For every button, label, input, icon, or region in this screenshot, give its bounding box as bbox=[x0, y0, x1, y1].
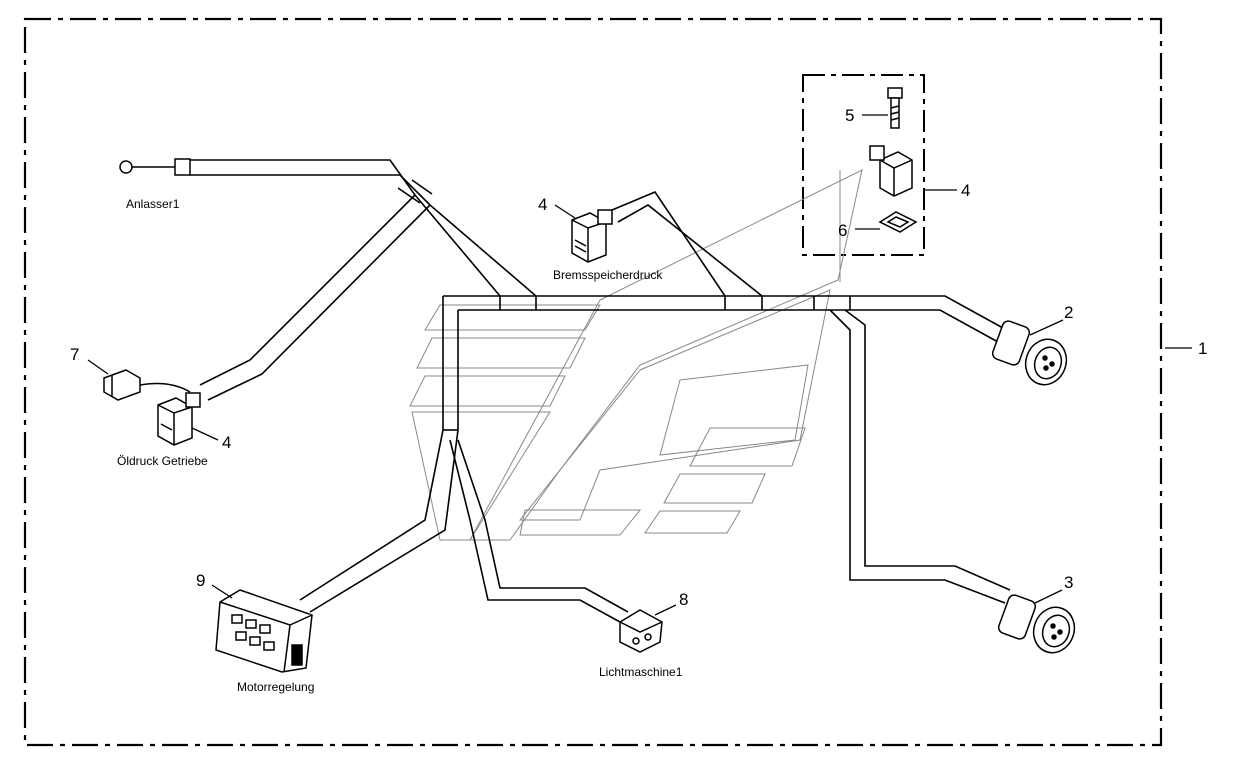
callout-1: 1 bbox=[1198, 339, 1207, 358]
sensor-plug-icon bbox=[619, 609, 663, 653]
round-connector-icon bbox=[997, 594, 1076, 654]
callout-3: 3 bbox=[1064, 573, 1073, 592]
assembly-frame bbox=[23, 17, 1163, 747]
gasket-icon bbox=[878, 211, 918, 233]
callout-4-detail: 4 bbox=[961, 181, 970, 200]
valve-plug-icon bbox=[157, 392, 201, 446]
leader-lines bbox=[87, 114, 1192, 616]
callout-8: 8 bbox=[679, 590, 688, 609]
label-bremsspeicherdruck: Bremsspeicherdruck bbox=[553, 268, 663, 282]
sensor-plug-icon bbox=[103, 369, 191, 401]
valve-plug-icon bbox=[869, 145, 913, 197]
round-connector-icon bbox=[991, 320, 1068, 386]
label-anlasser: Anlasser1 bbox=[126, 197, 180, 211]
callout-7: 7 bbox=[70, 345, 79, 364]
label-lichtmaschine: Lichtmaschine1 bbox=[599, 665, 683, 679]
ring-terminal-icon bbox=[119, 158, 191, 176]
watermark-logo bbox=[409, 169, 863, 541]
callout-5: 5 bbox=[845, 106, 854, 125]
ecu-connector-icon bbox=[215, 589, 313, 673]
callout-4-bremsspeicherdruck: 4 bbox=[538, 195, 547, 214]
harness-trunk bbox=[190, 159, 1011, 623]
callout-9: 9 bbox=[196, 571, 205, 590]
callout-2: 2 bbox=[1064, 303, 1073, 322]
label-oeldruck-getriebe: Öldruck Getriebe bbox=[117, 454, 208, 468]
callout-6: 6 bbox=[838, 221, 847, 240]
detail-frame bbox=[802, 74, 925, 256]
callout-4-oeldruck: 4 bbox=[222, 433, 231, 452]
valve-plug-icon bbox=[571, 209, 613, 263]
bolt-icon bbox=[887, 87, 903, 129]
label-motorregelung: Motorregelung bbox=[237, 680, 314, 694]
